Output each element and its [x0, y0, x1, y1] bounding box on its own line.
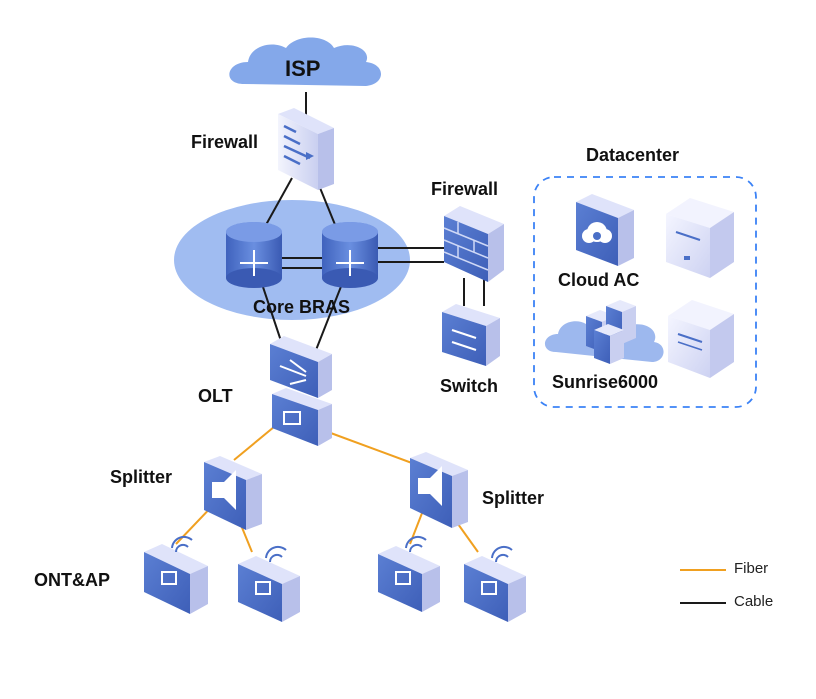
legend-cable-label: Cable [734, 593, 774, 610]
datacenter-label: Datacenter [586, 145, 680, 165]
splitter-left-label: Splitter [110, 467, 173, 487]
cable-links [261, 92, 485, 351]
ont-ap-icon [464, 545, 526, 622]
splitter-right-label: Splitter [482, 488, 545, 508]
server-icon [666, 198, 734, 278]
cloud-ac-label: Cloud AC [558, 270, 640, 290]
server-icon [668, 300, 734, 378]
router-icon [226, 222, 282, 288]
router-icon [322, 222, 378, 288]
firewall-top-label: Firewall [191, 132, 259, 152]
splitter-icon [204, 456, 262, 530]
ont-ap-icon [144, 535, 208, 614]
firewall-right-label: Firewall [431, 179, 499, 199]
splitter-icon [410, 452, 468, 528]
ont-ap-icon [378, 535, 440, 612]
ont-ap-icon [238, 545, 300, 622]
cloud-icon [229, 37, 381, 86]
switch-label: Switch [440, 376, 499, 396]
firewall-icon [278, 108, 334, 190]
datacenter-box [533, 176, 757, 408]
core-bras-label: Core BRAS [253, 297, 351, 317]
brick-firewall-icon [443, 206, 504, 282]
olt-icon [270, 336, 332, 446]
switch-icon [442, 304, 500, 366]
sunrise6000-label: Sunrise6000 [552, 372, 659, 392]
isp-label: ISP [285, 56, 321, 81]
ont-ap-label: ONT&AP [34, 570, 110, 590]
legend-fiber-label: Fiber [734, 560, 769, 577]
sunrise-cloud-icon [544, 300, 664, 364]
olt-label: OLT [198, 386, 233, 406]
cloud-ac-icon [576, 194, 634, 266]
